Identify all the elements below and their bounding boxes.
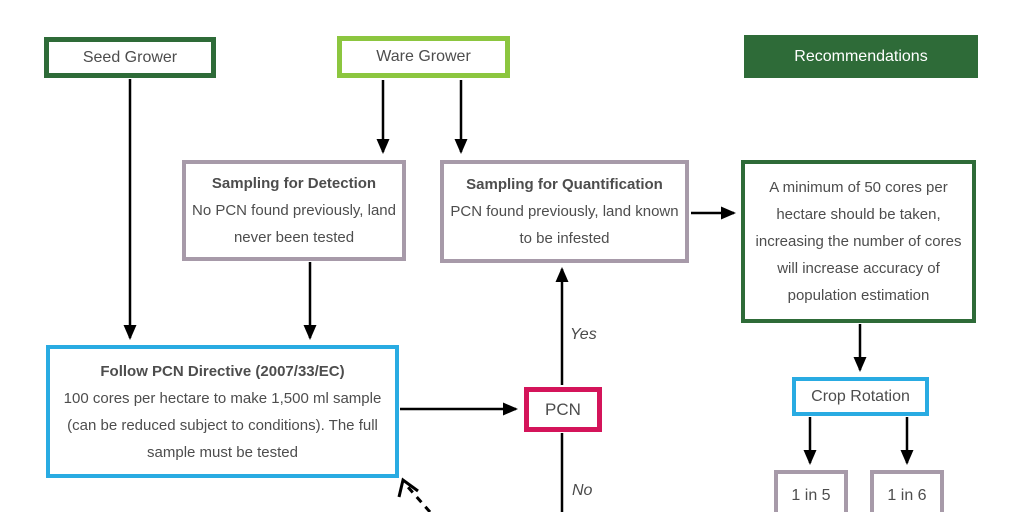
rotation-1-in-6-box: 1 in 6 (870, 470, 944, 512)
no-branch-label: No (572, 482, 593, 499)
follow-directive-body: 100 cores per hectare to make 1,500 ml s… (63, 389, 382, 461)
recommendation-detail-box: A minimum of 50 cores per hectare should… (741, 160, 976, 323)
recommendation-detail-body: A minimum of 50 cores per hectare should… (755, 179, 962, 304)
ware-grower-box: Ware Grower (337, 36, 510, 78)
seed-grower-label: Seed Grower (82, 48, 178, 66)
follow-pcn-directive-box: Follow PCN Directive (2007/33/EC) 100 co… (46, 345, 399, 478)
sampling-for-detection-box: Sampling for Detection No PCN found prev… (182, 160, 406, 261)
recommendations-header-label: Recommendations (794, 47, 928, 65)
crop-rotation-box: Crop Rotation (792, 377, 929, 416)
sampling-detection-title: Sampling for Detection (211, 175, 377, 192)
yes-branch-label: Yes (570, 326, 597, 343)
sampling-quantification-title: Sampling for Quantification (466, 176, 663, 193)
seed-grower-box: Seed Grower (44, 37, 216, 78)
crop-rotation-label: Crop Rotation (811, 387, 910, 405)
follow-directive-title: Follow PCN Directive (2007/33/EC) (100, 362, 345, 380)
ware-grower-label: Ware Grower (376, 48, 471, 65)
sampling-quantification-body: PCN found previously, land known to be i… (450, 203, 679, 247)
sampling-for-quantification-box: Sampling for Quantification PCN found pr… (440, 160, 689, 263)
rotation-1-in-6-label: 1 in 6 (887, 487, 927, 504)
pcn-decision-box: PCN (524, 387, 602, 432)
rotation-1-in-5-label: 1 in 5 (791, 487, 831, 504)
dashed-pointer-arrow (397, 477, 432, 512)
sampling-detection-body: No PCN found previously, land never been… (192, 202, 396, 246)
pcn-label: PCN (545, 399, 581, 419)
rotation-1-in-5-box: 1 in 5 (774, 470, 848, 512)
recommendations-header: Recommendations (744, 35, 978, 78)
